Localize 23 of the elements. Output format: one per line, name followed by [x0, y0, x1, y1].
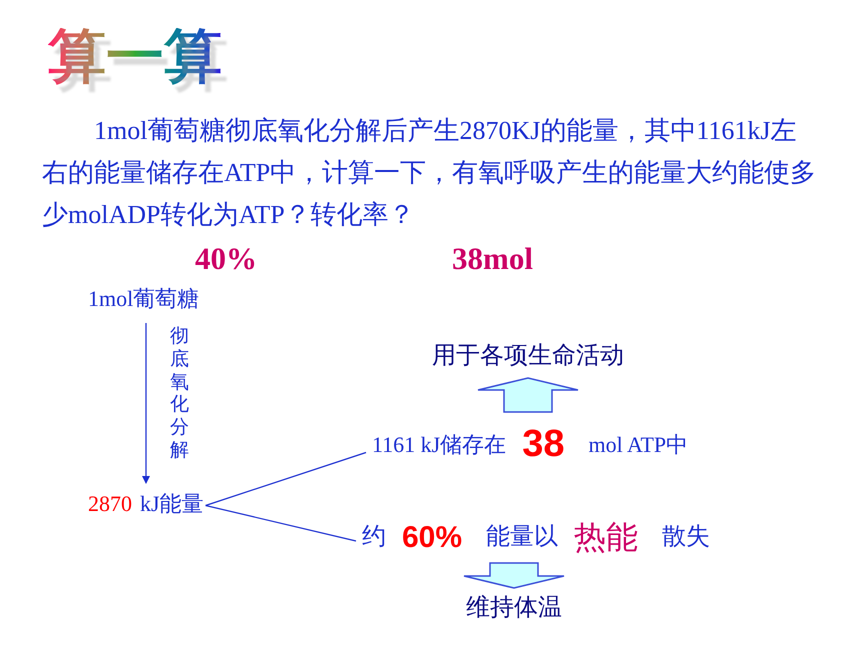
- node-text-part: 60%: [402, 520, 462, 556]
- node-text-part: mol ATP中: [588, 431, 688, 459]
- node-text-part: 38: [522, 422, 565, 467]
- node-text-part: 2870: [88, 490, 132, 518]
- connector-line: [205, 452, 366, 506]
- node-text-part: 热能: [574, 518, 638, 557]
- question-text: 1mol葡萄糖彻底氧化分解后产生2870KJ的能量，其中1161kJ左右的能量储存在ATP中，计算一下，有氧呼吸产生的能量大约能使多少molADP转化为ATP？转化率？: [42, 115, 817, 231]
- answer-text: 40%: [195, 240, 257, 278]
- title: 算一算: [48, 28, 222, 86]
- node-text-part: 散失: [662, 523, 710, 552]
- edge-label: 彻底氧化分解: [170, 326, 189, 463]
- node-text-part: 用于各项生命活动: [432, 342, 624, 371]
- node-text-part: 维持体温: [466, 594, 562, 623]
- node-text-part: 能量以: [486, 523, 558, 552]
- block-arrow: [463, 562, 565, 589]
- connector-line: [205, 504, 356, 542]
- node-text-part: kJ能量: [140, 490, 204, 518]
- node-text-part: 1mol葡萄糖: [88, 285, 200, 313]
- node-text-part: 约: [362, 523, 386, 552]
- arrow: [142, 323, 150, 484]
- block-arrow: [477, 377, 579, 413]
- answer-text: 38mol: [452, 240, 533, 278]
- node-text-part: 1161 kJ储存在: [372, 431, 506, 459]
